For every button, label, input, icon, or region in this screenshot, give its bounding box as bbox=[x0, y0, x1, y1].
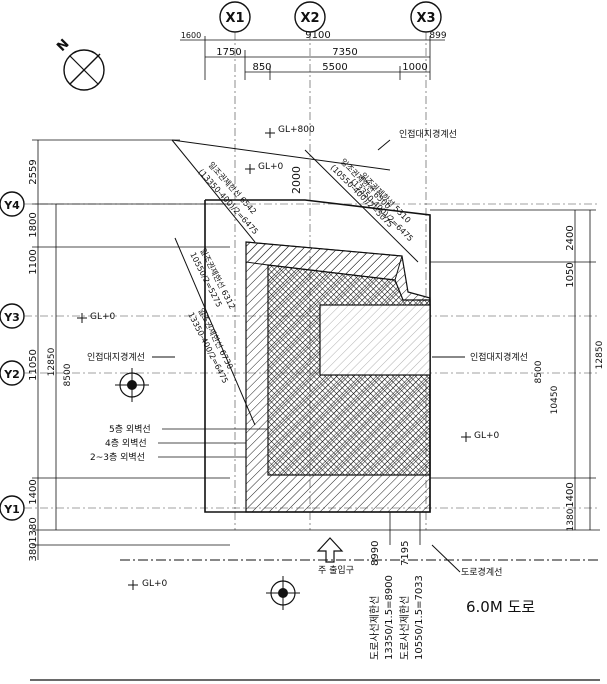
grid-bubble-y1: Y1 bbox=[0, 495, 25, 521]
wall-line-label: 5층 외벽선 bbox=[109, 423, 151, 435]
dim-label: 5500 bbox=[322, 62, 347, 73]
svg-text:X1: X1 bbox=[225, 11, 244, 26]
dim-label: 2400 bbox=[565, 225, 576, 250]
svg-text:N: N bbox=[54, 37, 72, 55]
level-marker: GL+0 bbox=[77, 312, 116, 323]
wall-line-label: 2~3층 외벽선 bbox=[90, 451, 145, 463]
svg-text:Y1: Y1 bbox=[3, 503, 20, 516]
dim-label: 8500 bbox=[534, 360, 544, 383]
dim-label: 1380 bbox=[566, 508, 576, 531]
grid-bubble-y2: Y2 bbox=[0, 360, 25, 386]
dim-label: 7350 bbox=[332, 47, 357, 58]
dim-label: 1400 bbox=[565, 482, 576, 507]
grid-bubble-y4: Y4 bbox=[0, 191, 25, 217]
svg-text:GL+0: GL+0 bbox=[90, 312, 116, 322]
dim-label: 1050 bbox=[565, 262, 576, 287]
svg-text:Y4: Y4 bbox=[3, 199, 20, 212]
svg-text:X3: X3 bbox=[416, 11, 435, 26]
dim-label: 1380 bbox=[28, 517, 39, 542]
road-title: 6.0M 도로 bbox=[466, 598, 535, 616]
sunlight-restriction-lines bbox=[171, 139, 419, 426]
dim-label: 2000 bbox=[290, 166, 303, 194]
right-dimensions bbox=[430, 209, 596, 530]
level-marker: GL+0 bbox=[128, 579, 168, 590]
road-setback-label: 13350/1.5=8900 bbox=[384, 575, 395, 660]
svg-text:GL+800: GL+800 bbox=[278, 125, 315, 135]
entrance-label: 주 출입구 bbox=[318, 564, 354, 576]
adjacent-boundary-label: 인접대지경계선 bbox=[470, 351, 528, 363]
top-dimensions bbox=[180, 36, 445, 80]
road-setback-label: 도로사선제한선 bbox=[399, 596, 411, 660]
adjacent-boundary-label: 인접대지경계선 bbox=[87, 351, 145, 363]
level-marker: GL+0 bbox=[245, 162, 284, 174]
survey-point-icon bbox=[115, 368, 149, 402]
dim-label: 1400 bbox=[28, 479, 39, 504]
grid-bubble-y3: Y3 bbox=[0, 303, 25, 329]
dim-label: 10450 bbox=[550, 385, 560, 414]
dim-label: 1000 bbox=[402, 62, 427, 73]
north-arrow-icon: N bbox=[54, 37, 105, 91]
svg-text:GL+0: GL+0 bbox=[474, 431, 500, 441]
dim-label: 380 bbox=[28, 542, 39, 561]
dim-label: 9100 bbox=[305, 30, 330, 41]
road-setback-label: 8990 bbox=[370, 541, 381, 566]
dim-label: 850 bbox=[252, 62, 271, 73]
road-setback-label: 7195 bbox=[400, 541, 411, 566]
survey-point-icon bbox=[266, 576, 300, 610]
svg-text:Y3: Y3 bbox=[3, 311, 20, 324]
road-setback-label: 10550/1.5=7033 bbox=[414, 575, 425, 660]
dim-label: 1800 bbox=[28, 212, 39, 237]
wall-line-label: 4층 외벽선 bbox=[105, 437, 147, 449]
grid-bubble-x2: X2 bbox=[294, 1, 326, 33]
svg-text:Y2: Y2 bbox=[3, 368, 20, 381]
dim-label: 8500 bbox=[63, 363, 73, 386]
dim-label: 12850 bbox=[595, 340, 605, 369]
adjacent-boundary-label: 인접대지경계선 bbox=[399, 128, 457, 140]
level-marker: GL+0 bbox=[461, 431, 500, 442]
svg-text:GL+0: GL+0 bbox=[142, 579, 168, 589]
dim-label: 12850 bbox=[47, 347, 57, 376]
svg-text:GL+0: GL+0 bbox=[258, 162, 284, 172]
dim-label: 1100 bbox=[28, 249, 39, 274]
entrance-arrow-icon bbox=[316, 537, 344, 563]
dim-label: 2559 bbox=[28, 159, 39, 184]
dim-label: 1600 bbox=[181, 31, 201, 40]
road-boundary-label: 도로경계선 bbox=[461, 566, 502, 578]
dim-label: 11050 bbox=[28, 349, 39, 381]
grid-bubble-x1: X1 bbox=[219, 1, 251, 33]
level-marker: GL+800 bbox=[265, 125, 315, 138]
left-dimensions bbox=[32, 139, 600, 560]
svg-text:X2: X2 bbox=[300, 11, 319, 26]
dim-label: 1750 bbox=[216, 47, 241, 58]
grid-bubble-x3: X3 bbox=[410, 1, 442, 33]
dim-label: 899 bbox=[429, 31, 446, 41]
road-setback-label: 도로사선제한선 bbox=[369, 596, 381, 660]
